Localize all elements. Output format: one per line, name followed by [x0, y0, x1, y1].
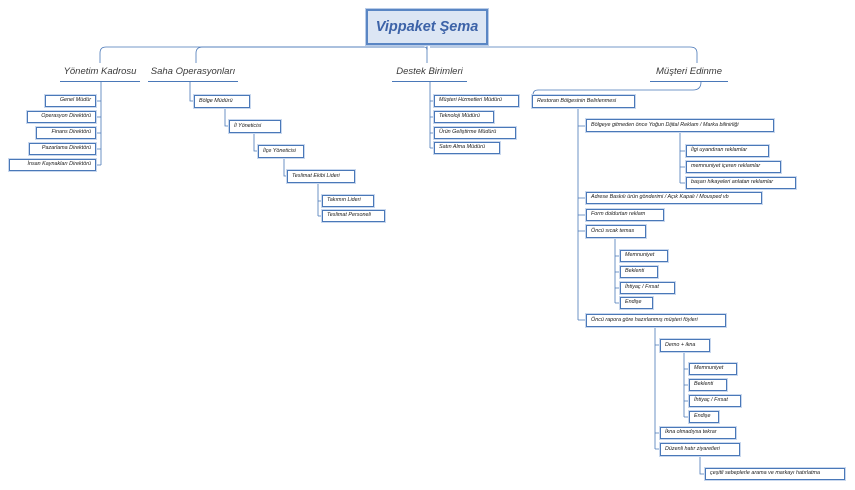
files-step-demo: Demo + ikna: [660, 339, 710, 352]
demo-item: Memnuniyet: [689, 363, 737, 375]
ad-item: başarı hikayeleri anlatan reklamlar: [686, 177, 796, 189]
customer-step-region: Restoran Bölgesinin Belirlenmesi: [532, 95, 635, 108]
management-item: Finans Direktörü: [36, 127, 96, 139]
ad-item: İlgi uyandıran reklamlar: [686, 145, 769, 157]
branch-field-operations: Saha Operasyonları: [148, 62, 238, 82]
customer-step-files: Öncü rapora göre hazırlanmış müşteri föy…: [586, 314, 726, 327]
demo-item: İhtiyaç / Fırsat: [689, 395, 741, 407]
ad-item: memnuniyet içeren reklamlar: [686, 161, 781, 173]
support-item: Satın Alma Müdürü: [434, 142, 500, 154]
customer-step-mail: Adrese Baskılı ürün gönderimi / Açık Kap…: [586, 192, 762, 204]
management-item: Genel Müdür: [45, 95, 96, 107]
warm-item: Beklenti: [620, 266, 658, 278]
field-leaf: Takımın Lideri: [322, 195, 374, 207]
support-item: Ürün Geliştirme Müdürü: [434, 127, 516, 139]
warm-item: Endişe: [620, 297, 653, 309]
support-item: Teknoloji Müdürü: [434, 111, 494, 123]
chart-title: Vippaket Şema: [366, 9, 488, 45]
branch-support-units: Destek Birimleri: [392, 62, 467, 82]
management-item: Operasyon Direktörü: [27, 111, 96, 123]
customer-step-form: Form doldurtan reklam: [586, 209, 664, 221]
customer-step-warm-contact: Öncü sıcak temas: [586, 225, 646, 238]
visit-note: çeşitli sebeplerle arama ve markayı hatı…: [705, 468, 845, 480]
demo-item: Beklenti: [689, 379, 727, 391]
warm-item: Memnuniyet: [620, 250, 668, 262]
management-item: İnsan Kaynakları Direktörü: [9, 159, 96, 171]
files-step-visits: Düzenli hatır ziyaretleri: [660, 443, 740, 456]
support-item: Müşteri Hizmetleri Müdürü: [434, 95, 519, 107]
branch-customer-acquisition: Müşteri Edinme: [650, 62, 728, 82]
warm-item: İhtiyaç / Fırsat: [620, 282, 675, 294]
field-item: İl Yöneticisi: [229, 120, 281, 133]
customer-step-digital-ad: Bölgeye gitmeden önce Yoğun Dijital Rekl…: [586, 119, 774, 132]
field-item: Teslimat Ekibi Lideri: [287, 170, 355, 183]
management-item: Pazarlama Direktörü: [29, 143, 96, 155]
branch-management: Yönetim Kadrosu: [60, 62, 140, 82]
field-item: Bölge Müdürü: [194, 95, 250, 108]
field-leaf: Teslimat Personeli: [322, 210, 385, 222]
files-step-retry: İkna olmadıysa tekrar: [660, 427, 736, 439]
field-item: İlçe Yöneticisi: [258, 145, 304, 158]
demo-item: Endişe: [689, 411, 719, 423]
